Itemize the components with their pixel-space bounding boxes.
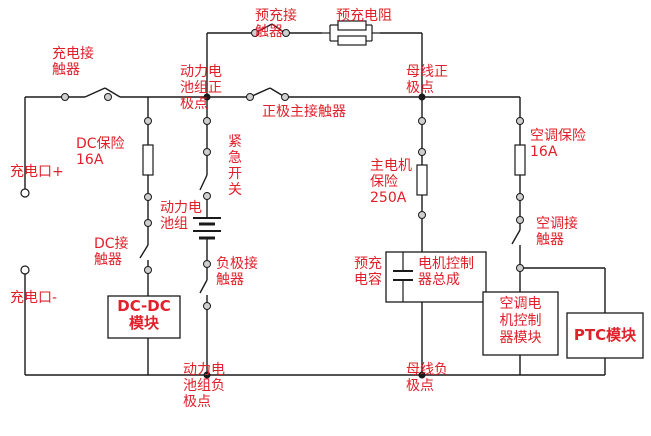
motor-fuse-body [416,164,428,196]
junction-dots [203,93,426,379]
dc-contactor-label: DC接 触器 [94,236,129,268]
bus-pos-pole-label: 母线正 极点 [406,64,448,96]
precharge-resistor-symbol [322,20,380,46]
dcdc-box [107,295,181,339]
fuses [142,144,526,196]
charge-contactor-label: 充电接 触器 [52,46,94,78]
dcdc-module-label: DC-DC 模块 [117,297,171,332]
ac-motor-controller-label: 空调电 机控制 器模块 [499,296,542,346]
precharge-contactor-label: 预充接 触器 [255,8,297,40]
charge-port-neg-label: 充电口- [10,290,58,306]
pack-pos-pole-label: 动力电 池组正 极点 [180,64,222,112]
ptc-module-label: PTC模块 [573,326,637,344]
ac-fuse-body [514,144,526,176]
precharge-resistor-label: 预充电阻 [336,8,392,24]
neg-contactor-label: 负极接 触器 [216,256,258,288]
ac-contactor-label: 空调接 触器 [536,216,578,248]
ptc-box [566,312,644,359]
pack-neg-pole-label: 动力电 池组负 极点 [183,362,225,410]
charge-port-pos-label: 充电口+ [10,164,64,180]
dc-fuse-body [142,144,154,176]
pos-main-contactor-label: 正极主接触器 [262,104,346,120]
precharge-capacitor-symbol [393,252,413,302]
bus-neg-pole-label: 母线负 极点 [406,362,448,394]
motor-controller-label: 电机控制 器总成 [418,256,474,288]
battery-pack-label: 动力电 池组 [160,200,202,232]
terminals [61,29,524,310]
ac-fuse-label: 空调保险 16A [530,128,586,160]
module-boxes [107,251,644,359]
precharge-cap-label: 预充 电容 [354,256,382,288]
dc-fuse-label: DC保险 16A [76,136,125,168]
emergency-switch-label: 紧 急 开 关 [228,134,242,198]
port-terminals [20,188,30,275]
ac-controller-box [482,291,559,356]
battery-symbol [193,217,221,240]
main-motor-fuse-label: 主电机 保险 250A [370,158,412,206]
